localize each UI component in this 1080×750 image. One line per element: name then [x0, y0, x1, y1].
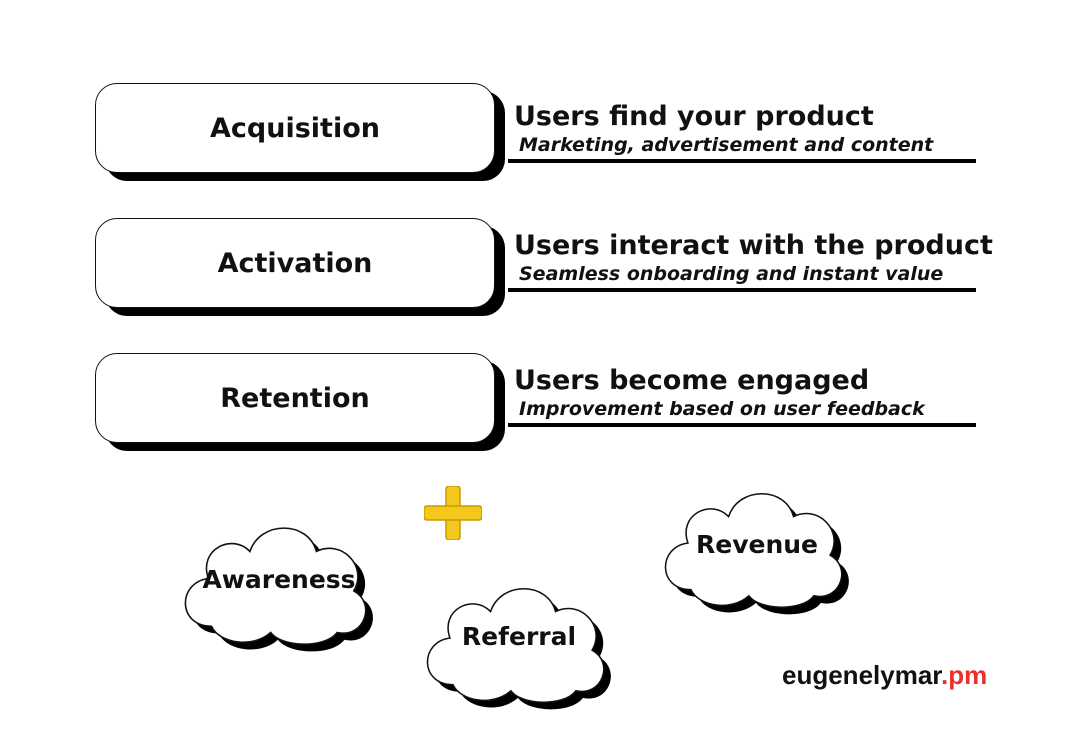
- stage-label: Retention: [220, 382, 370, 414]
- stage-description-retention: Users become engaged Improvement based o…: [508, 365, 976, 427]
- stage-description-activation: Users interact with the product Seamless…: [508, 230, 993, 292]
- underline: [508, 423, 976, 427]
- cloud-label: Referral: [461, 622, 577, 651]
- plus-icon: [423, 485, 483, 541]
- brand-main: eugenelymar: [782, 660, 941, 690]
- description-subtitle: Seamless onboarding and instant value: [519, 263, 944, 285]
- description-subtitle: Marketing, advertisement and content: [519, 134, 934, 156]
- description-subtitle: Improvement based on user feedback: [519, 398, 925, 420]
- brand-logo: eugenelymar.pm: [782, 660, 987, 691]
- underline: [508, 159, 976, 163]
- cloud-label: Awareness: [202, 565, 356, 594]
- cloud-referral: Referral: [424, 573, 614, 710]
- stage-description-acquisition: Users find your product Marketing, adver…: [508, 101, 976, 163]
- brand-accent: .pm: [940, 660, 988, 690]
- description-title: Users find your product: [514, 101, 874, 132]
- stage-box-activation: Activation: [95, 218, 495, 308]
- stage-box-retention: Retention: [95, 353, 495, 443]
- stage-box-acquisition: Acquisition: [95, 83, 495, 173]
- stage-label: Acquisition: [210, 112, 380, 144]
- cloud-awareness: Awareness: [184, 512, 374, 652]
- cloud-label: Revenue: [695, 530, 818, 559]
- description-title: Users become engaged: [514, 365, 870, 396]
- cloud-revenue: Revenue: [662, 478, 852, 615]
- underline: [508, 288, 976, 292]
- stage-label: Activation: [217, 247, 373, 279]
- description-title: Users interact with the product: [514, 230, 993, 261]
